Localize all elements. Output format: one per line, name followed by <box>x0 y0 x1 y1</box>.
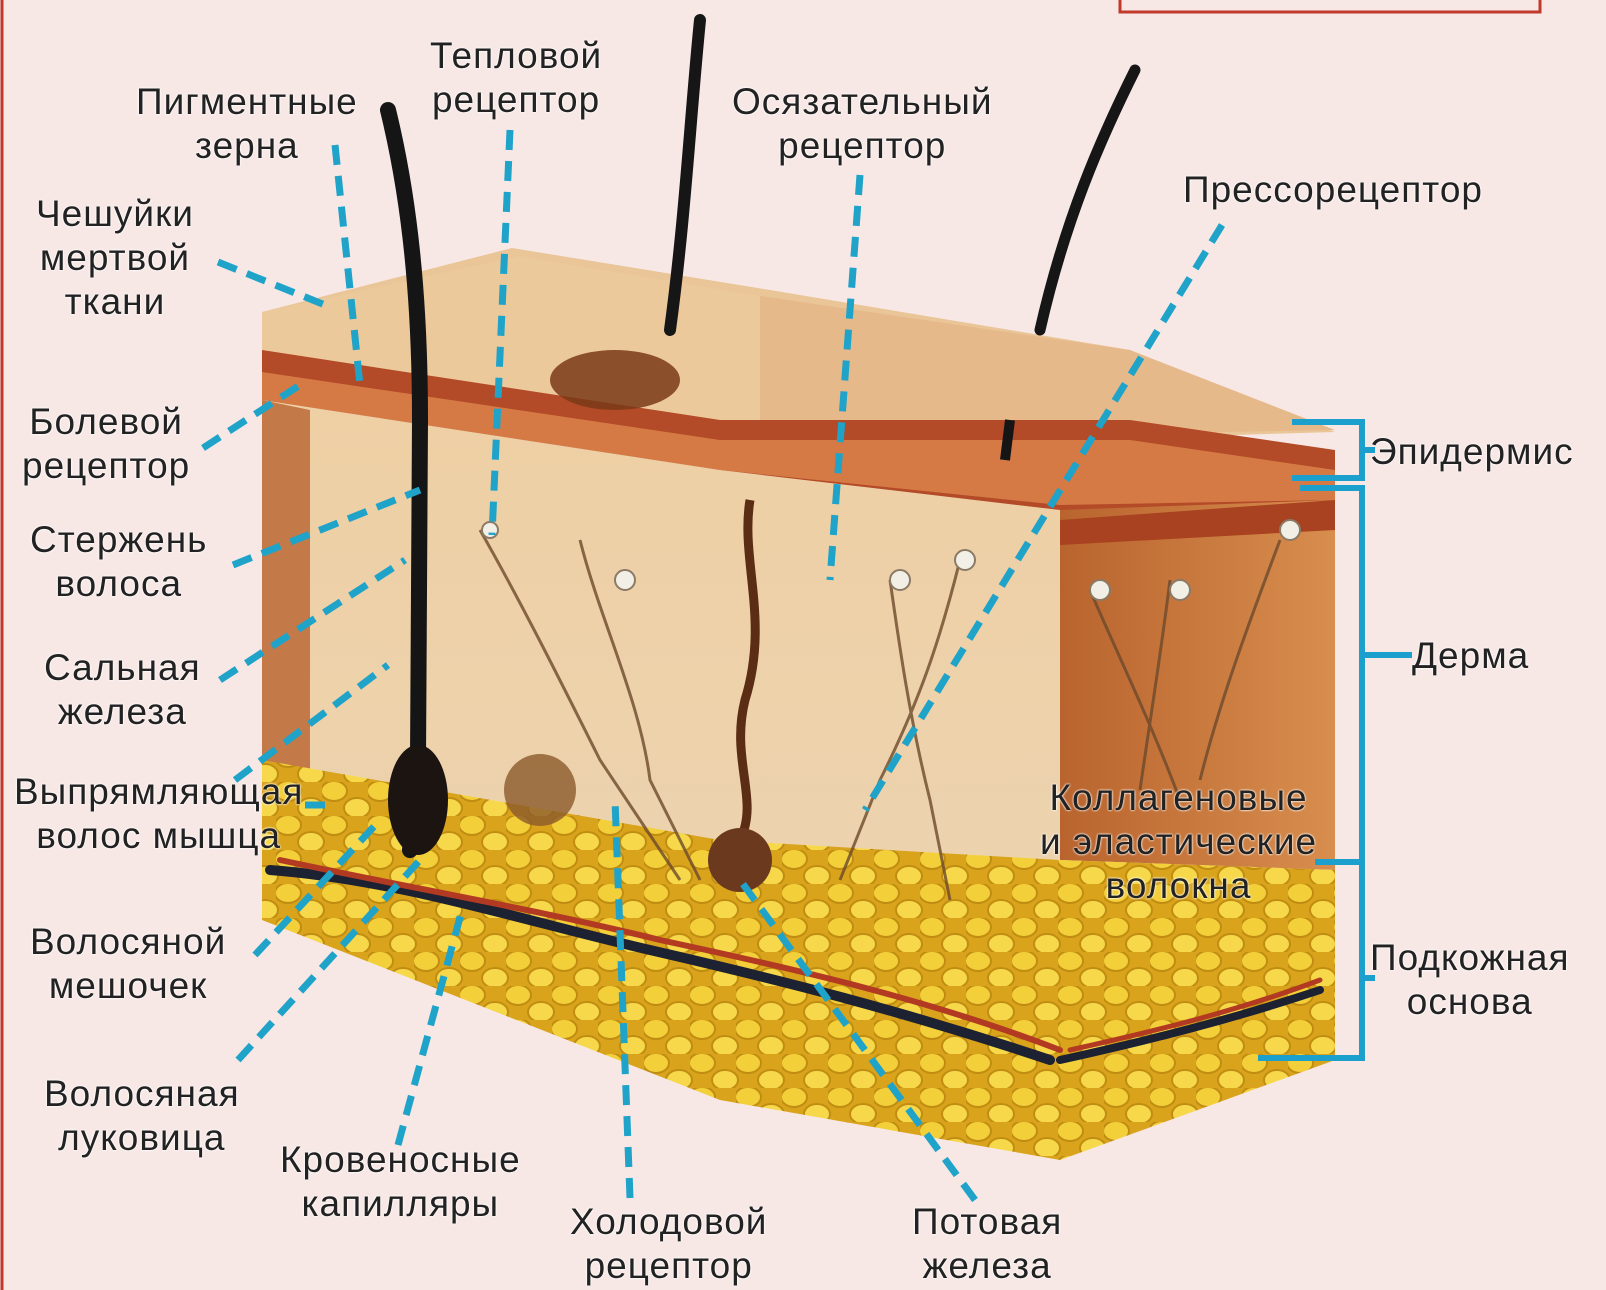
hair-shaft-right <box>1040 70 1135 330</box>
sebaceous-gland <box>504 754 576 826</box>
label-dermis: Дерма <box>1412 634 1529 678</box>
label-epidermis: Эпидермис <box>1370 430 1574 474</box>
hair-bulb <box>388 745 448 855</box>
frame-top-box <box>1120 0 1540 12</box>
sweat-gland <box>708 828 772 892</box>
label-pressure-receptor: Прессорецептор <box>1183 168 1483 212</box>
